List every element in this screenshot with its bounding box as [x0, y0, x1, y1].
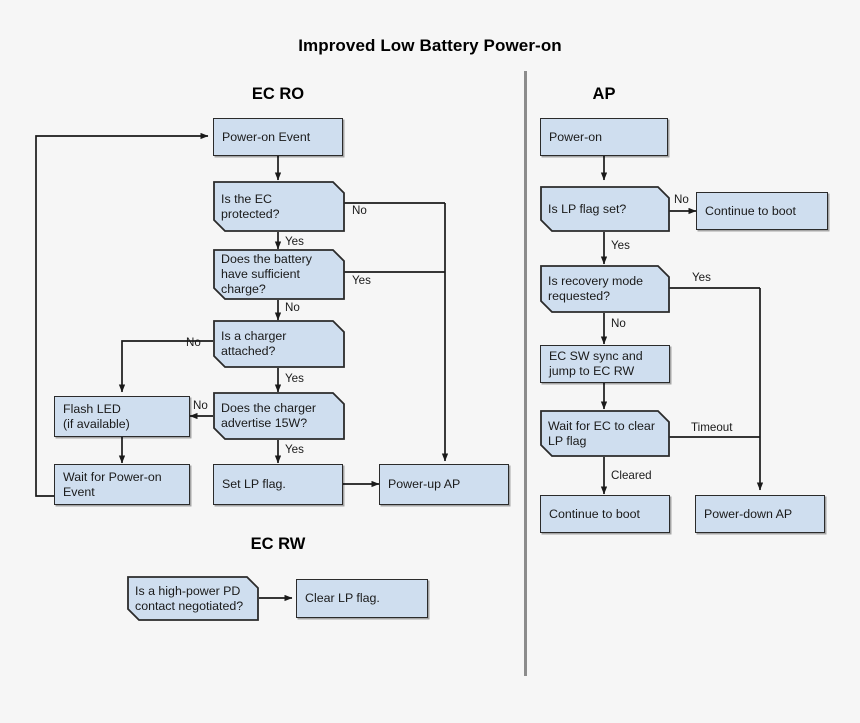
edge-label-ec-protected-yes: Yes — [285, 235, 304, 248]
decision-shape — [213, 249, 345, 300]
node-high-power-pd-contact[interactable]: Is a high-power PD contact negotiated? — [127, 576, 259, 621]
node-label: Is the EC protected? — [221, 191, 280, 221]
lane-header-ec-ro: EC RO — [251, 85, 305, 103]
decision-shape — [540, 410, 670, 457]
decision-shape — [540, 186, 670, 232]
decision-shape — [127, 576, 259, 621]
edge-label-timeout: Timeout — [691, 421, 733, 434]
node-flash-led[interactable]: Flash LED (if available) — [54, 396, 190, 437]
node-label: Is a charger attached? — [221, 329, 287, 358]
node-continue-to-boot-2[interactable]: Continue to boot — [540, 495, 670, 533]
node-label: Power-up AP — [388, 477, 461, 491]
decision-shape — [540, 265, 670, 313]
decision-shape — [213, 181, 345, 232]
node-continue-to-boot-1[interactable]: Continue to boot — [696, 192, 828, 230]
node-label: Wait for Power-on Event — [63, 469, 162, 499]
node-label: EC SW sync and jump to EC RW — [549, 349, 643, 378]
edge-label-charger-attached-yes: Yes — [285, 372, 304, 385]
node-power-on-event[interactable]: Power-on Event — [213, 118, 343, 156]
node-label: Is LP flag set? — [548, 201, 627, 216]
node-label: Set LP flag. — [222, 477, 286, 491]
node-charger-advertise-15w[interactable]: Does the charger advertise 15W? — [213, 392, 345, 440]
node-label: Is recovery mode requested? — [548, 274, 644, 303]
node-label: Power-on — [549, 129, 603, 144]
node-power-down-ap[interactable]: Power-down AP — [695, 495, 825, 533]
edge-label-charger-attached-no: No — [186, 336, 201, 349]
node-ap-power-on[interactable]: Power-on — [540, 118, 668, 156]
edge-label-battery-yes: Yes — [352, 274, 371, 287]
node-label: Flash LED (if available) — [63, 401, 130, 431]
node-label: Power-down AP — [704, 506, 793, 521]
node-wait-for-ec-clear-lp-flag[interactable]: Wait for EC to clear LP flag — [540, 410, 670, 457]
node-label: Continue to boot — [705, 203, 796, 218]
edge-label-ec-protected-no: No — [352, 204, 367, 217]
node-is-ec-protected[interactable]: Is the EC protected? — [213, 181, 345, 232]
node-label: Continue to boot — [549, 506, 640, 521]
edge-label-cleared: Cleared — [611, 469, 652, 482]
edge-label-charger-15w-no: No — [193, 399, 208, 412]
decision-shape — [213, 320, 345, 368]
node-is-recovery-mode-requested[interactable]: Is recovery mode requested? — [540, 265, 670, 313]
node-label: Wait for EC to clear LP flag — [548, 418, 655, 448]
node-clear-lp-flag[interactable]: Clear LP flag. — [296, 579, 428, 618]
node-ec-sw-sync[interactable]: EC SW sync and jump to EC RW — [540, 345, 670, 383]
node-wait-for-power-on-event[interactable]: Wait for Power-on Event — [54, 464, 190, 505]
edge-label-battery-no: No — [285, 301, 300, 314]
node-is-lp-flag-set[interactable]: Is LP flag set? — [540, 186, 670, 232]
edge-label-lp-flag-yes: Yes — [611, 239, 630, 252]
node-power-up-ap[interactable]: Power-up AP — [379, 464, 509, 505]
lane-header-ap: AP — [592, 85, 616, 103]
edge-label-charger-15w-yes: Yes — [285, 443, 304, 456]
lane-header-ec-rw: EC RW — [250, 535, 306, 553]
edge-label-recovery-yes: Yes — [692, 271, 711, 284]
page-title: Improved Low Battery Power-on — [298, 36, 562, 55]
node-label: Does the charger advertise 15W? — [221, 401, 317, 430]
node-label: Does the battery have sufficient charge? — [221, 252, 312, 296]
node-label: Is a high-power PD contact negotiated? — [135, 583, 244, 613]
node-battery-sufficient-charge[interactable]: Does the battery have sufficient charge? — [213, 249, 345, 300]
edge-label-lp-flag-no: No — [674, 193, 689, 206]
node-label: Power-on Event — [222, 129, 311, 144]
node-set-lp-flag[interactable]: Set LP flag. — [213, 464, 343, 505]
node-label: Clear LP flag. — [305, 591, 380, 605]
node-is-charger-attached[interactable]: Is a charger attached? — [213, 320, 345, 368]
edge-label-recovery-no: No — [611, 317, 626, 330]
decision-shape — [213, 392, 345, 440]
